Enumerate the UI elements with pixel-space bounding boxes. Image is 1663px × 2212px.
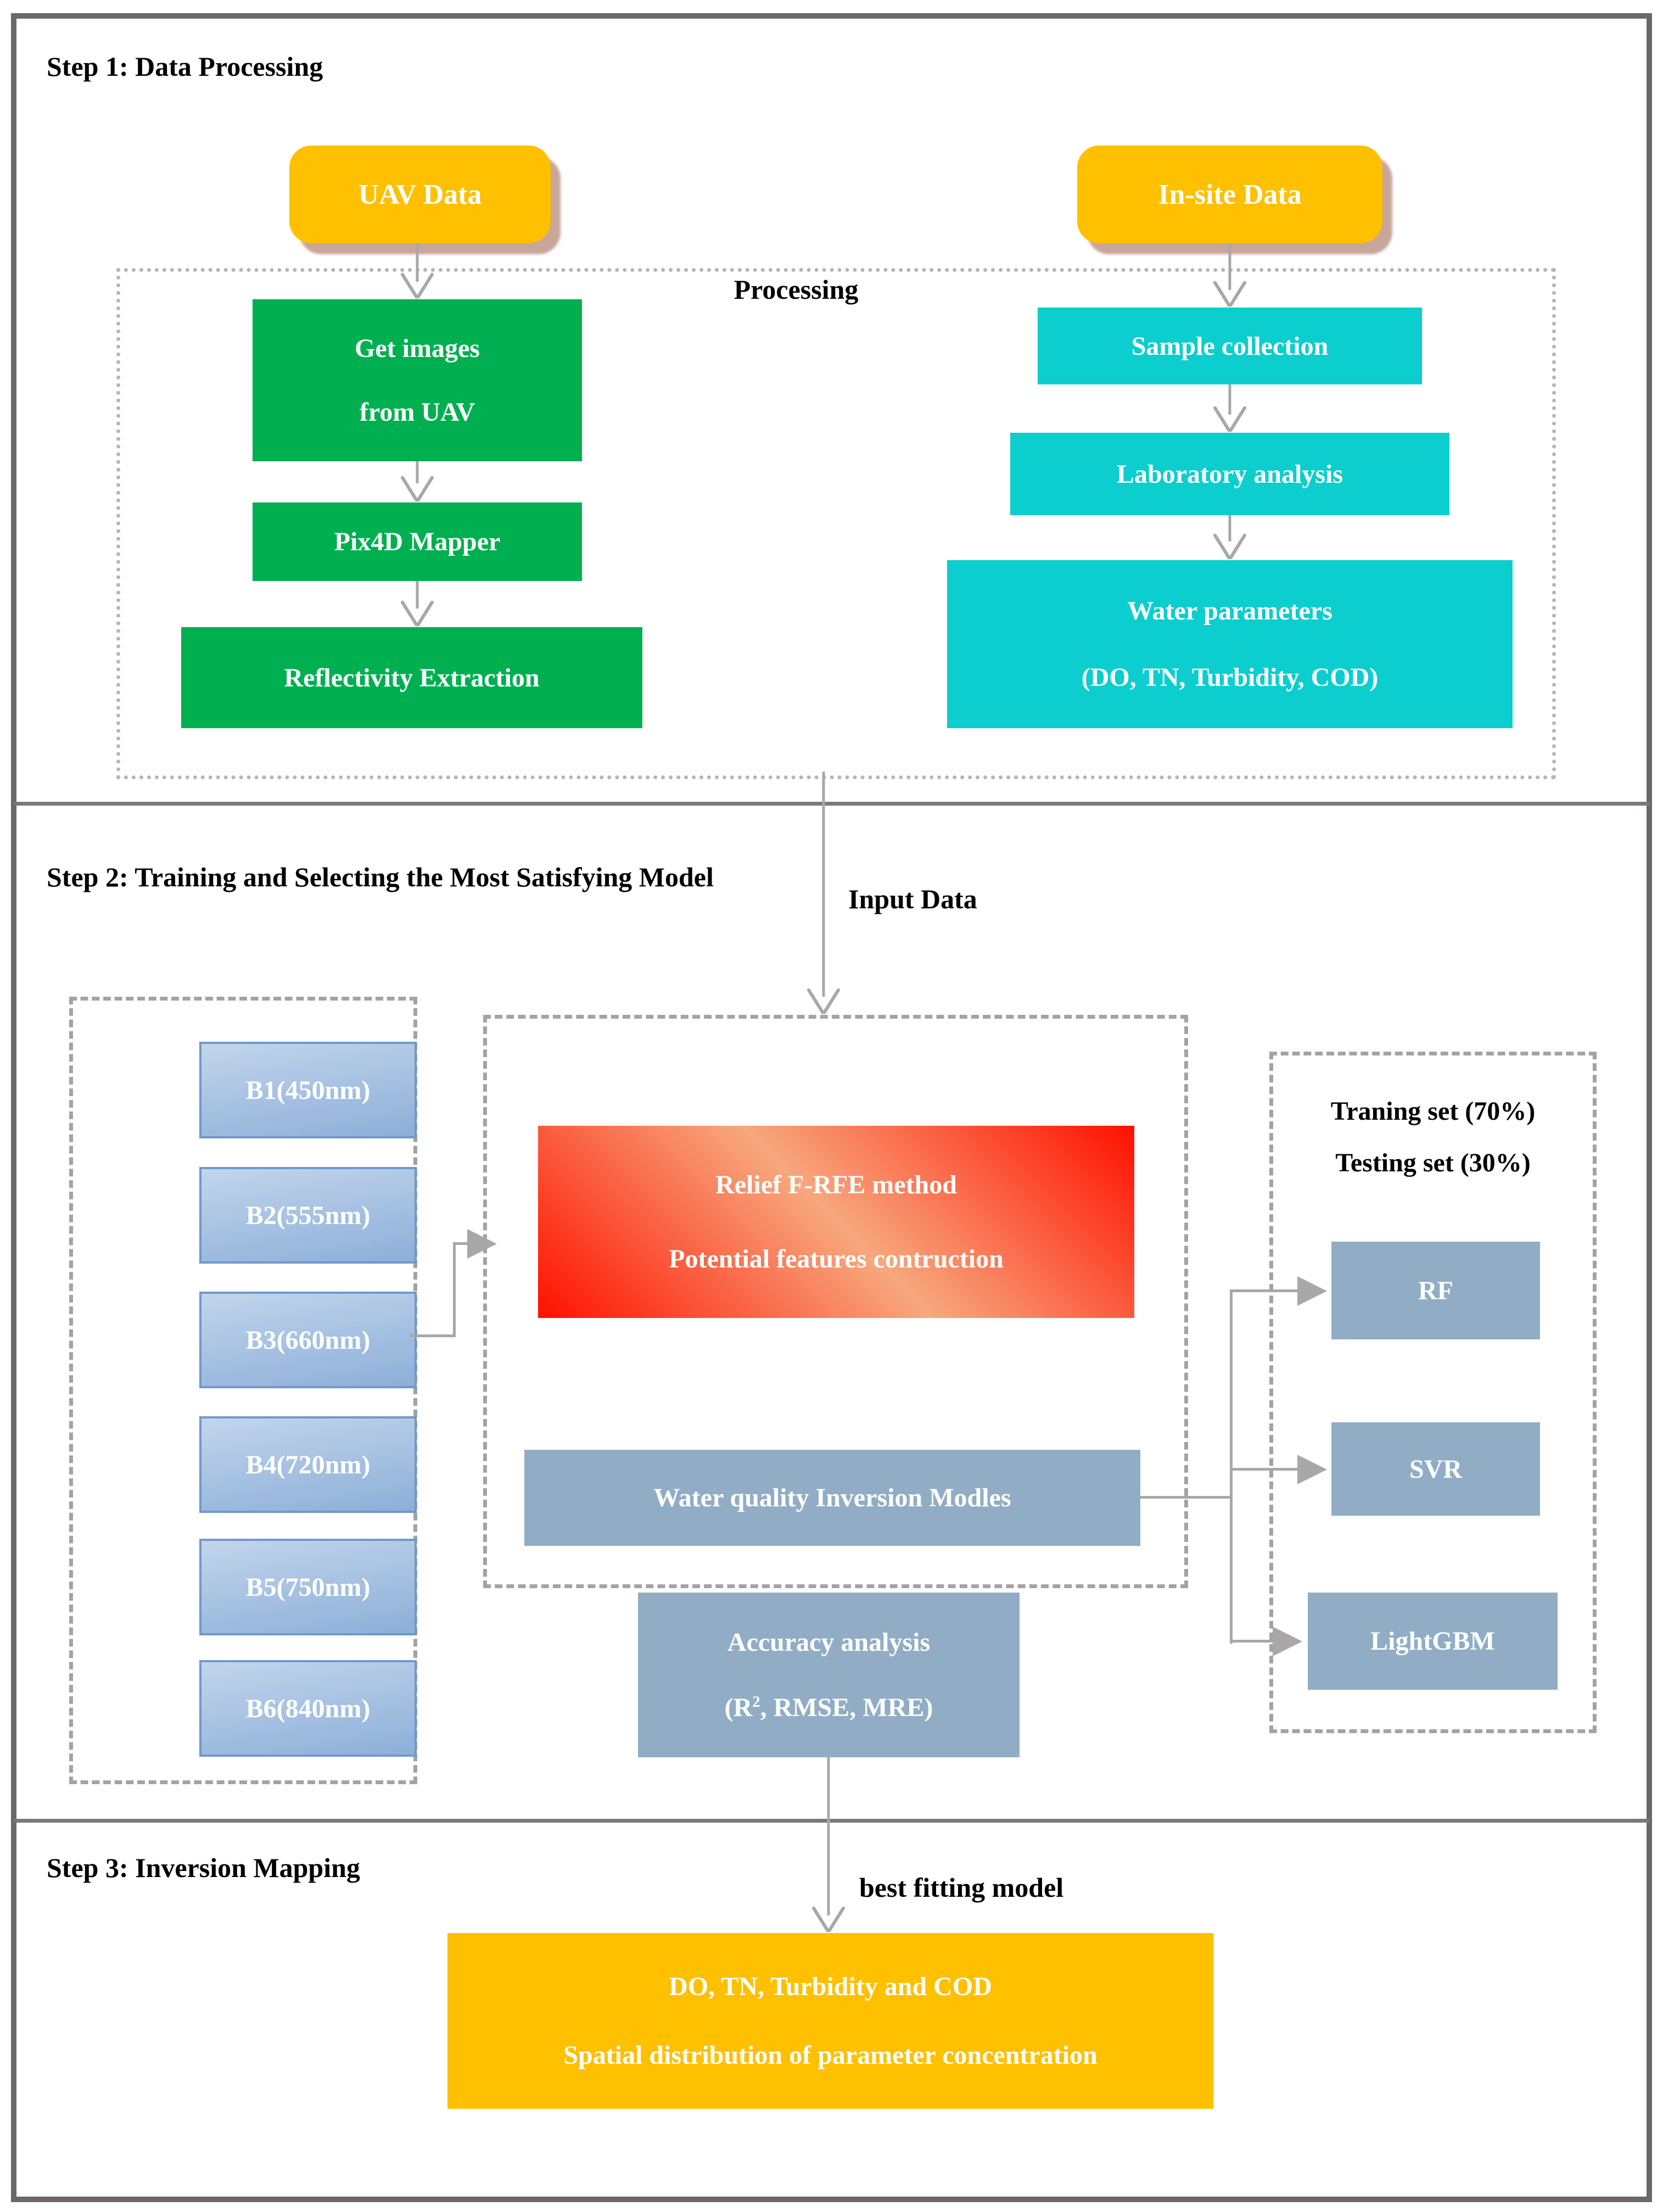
band-b6: B6(840nm) [199, 1660, 417, 1757]
connector-bands-h2 [453, 1242, 469, 1245]
outer-frame [11, 13, 1652, 2202]
inversion-models-box: Water quality Inversion Modles [524, 1450, 1140, 1546]
section-divider-step2-step3 [14, 1819, 1649, 1823]
arrowhead-lightgbm [1273, 1627, 1302, 1656]
result-line2: Spatial distribution of parameter concen… [563, 2041, 1098, 2070]
result-box: DO, TN, Turbidity and COD Spatial distri… [447, 1933, 1213, 2109]
arrowhead-rf [1297, 1276, 1327, 1306]
training-set-label: Traning set (70%) [1330, 1097, 1536, 1126]
get-images-line2: from UAV [359, 398, 475, 427]
feature-model-container [483, 1015, 1188, 1588]
band-b4: B4(720nm) [199, 1416, 417, 1513]
reflectivity-box: Reflectivity Extraction [181, 627, 642, 728]
step1-title: Step 1: Data Processing [47, 51, 323, 82]
arrow-best-fitting-model [813, 1757, 844, 1933]
train-test-container: Traning set (70%) Testing set (30%) [1269, 1052, 1597, 1733]
relief-rfe-box: Relief F-RFE method Potential features c… [538, 1126, 1134, 1318]
uav-data-label: UAV Data [358, 178, 482, 210]
inversion-models-label: Water quality Inversion Modles [653, 1483, 1011, 1512]
band-b2: B2(555nm) [199, 1167, 417, 1264]
arrow-get-images-to-pix4d [401, 461, 433, 502]
arrowhead-bands-to-center [467, 1229, 497, 1259]
step3-title: Step 3: Inversion Mapping [47, 1852, 360, 1883]
section-divider-step1-step2 [14, 802, 1649, 806]
laboratory-analysis-label: Laboratory analysis [1116, 459, 1343, 489]
arrow-lab-to-water [1214, 515, 1246, 560]
water-parameters-box: Water parameters (DO, TN, Turbidity, COD… [947, 560, 1513, 728]
best-fitting-model-label: best fitting model [859, 1872, 1064, 1903]
rf-box: RF [1331, 1242, 1540, 1339]
get-images-box: Get images from UAV [253, 299, 582, 461]
insite-data-box: In-site Data [1077, 146, 1382, 243]
band-b5: B5(750nm) [199, 1539, 417, 1635]
pix4d-box: Pix4D Mapper [253, 502, 582, 581]
connector-models-feed [1140, 1496, 1233, 1499]
water-parameters-line1: Water parameters [1127, 596, 1332, 626]
get-images-line1: Get images [355, 333, 480, 363]
input-data-label: Input Data [848, 884, 977, 914]
arrow-pix4d-to-reflectivity [401, 581, 433, 627]
bands-container: B1(450nm) B2(555nm) B3(660nm) B4(720nm) … [69, 997, 417, 1784]
connector-branch-svr [1230, 1468, 1298, 1471]
connector-bands-h1 [410, 1334, 456, 1337]
sample-collection-label: Sample collection [1131, 331, 1329, 361]
band-b3: B3(660nm) [199, 1292, 417, 1388]
connector-bands-v [453, 1242, 456, 1337]
accuracy-analysis-box: Accuracy analysis (R2, RMSE, MRE) [638, 1593, 1020, 1757]
step2-title: Step 2: Training and Selecting the Most … [47, 862, 714, 892]
connector-models-trunk [1230, 1289, 1233, 1644]
accuracy-line1: Accuracy analysis [727, 1628, 931, 1657]
reflectivity-label: Reflectivity Extraction [284, 663, 540, 692]
uav-data-box: UAV Data [289, 146, 551, 243]
connector-branch-lightgbm [1230, 1640, 1274, 1643]
result-line1: DO, TN, Turbidity and COD [669, 1972, 992, 2001]
arrow-uav-to-get-images [401, 243, 433, 299]
processing-label: Processing [733, 274, 859, 305]
water-parameters-line2: (DO, TN, Turbidity, COD) [1081, 662, 1379, 692]
arrow-sample-to-lab [1214, 384, 1246, 433]
band-b1: B1(450nm) [199, 1042, 417, 1138]
testing-set-label: Testing set (30%) [1335, 1148, 1531, 1177]
lightgbm-box: LightGBM [1308, 1593, 1558, 1690]
pix4d-label: Pix4D Mapper [334, 527, 501, 556]
accuracy-line2: (R2, RMSE, MRE) [724, 1692, 933, 1722]
insite-data-label: In-site Data [1158, 178, 1302, 210]
sample-collection-box: Sample collection [1038, 308, 1422, 384]
relief-rfe-line2: Potential features contruction [669, 1244, 1004, 1273]
arrowhead-svr [1297, 1455, 1327, 1484]
processing-container [116, 268, 1556, 779]
connector-branch-rf [1230, 1289, 1298, 1292]
arrow-input-data [808, 772, 839, 1015]
arrow-insite-to-sample [1214, 243, 1246, 308]
svr-box: SVR [1331, 1422, 1540, 1516]
laboratory-analysis-box: Laboratory analysis [1010, 433, 1449, 515]
relief-rfe-line1: Relief F-RFE method [715, 1170, 957, 1199]
split-labels: Traning set (70%) Testing set (30%) [1273, 1086, 1593, 1188]
